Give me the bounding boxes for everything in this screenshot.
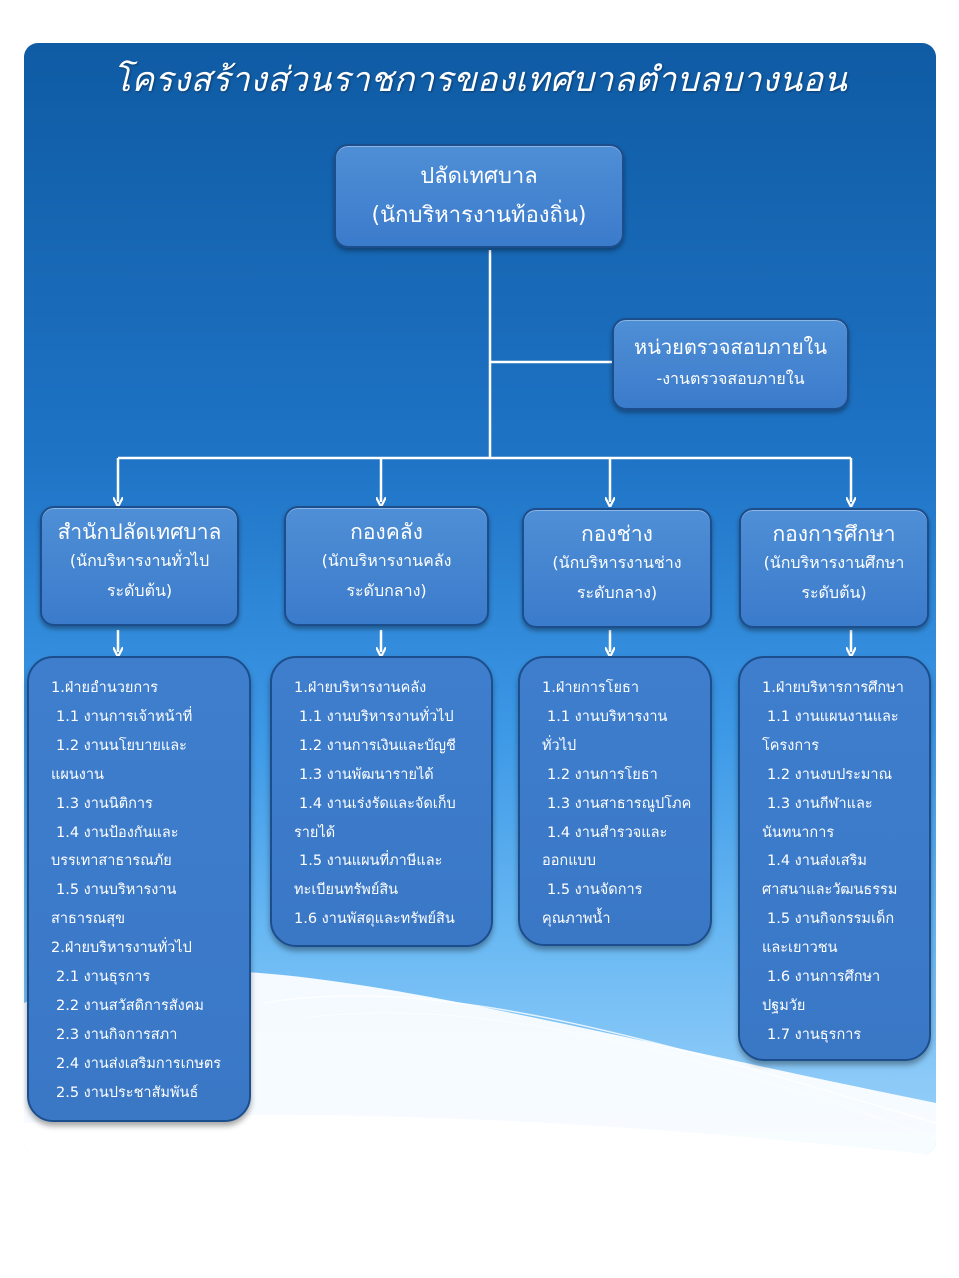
- task-line: 2.ฝ่ายบริหารงานทั่วไป: [51, 940, 192, 957]
- task-line: 1.1 งานบริหารงานทั่วไป: [299, 708, 454, 725]
- task-line: 1.7 งานธุรการ: [767, 1026, 862, 1043]
- wave-decoration: [24, 970, 936, 1155]
- division-box-engineering: กองช่าง (นักบริหารงานช่าง ระดับกลาง): [522, 508, 712, 628]
- division-position: (นักบริหารงานทั่วไป: [69, 551, 210, 570]
- task-line: 1.4 งานส่งเสริม: [767, 853, 867, 870]
- task-line: 1.2 งานนโยบายและ: [56, 737, 187, 754]
- task-line: คุณภาพน้ำ: [542, 911, 611, 928]
- division-name: กองคลัง: [350, 520, 423, 544]
- division-name: สำนักปลัดเทศบาล: [57, 520, 222, 544]
- task-line: 1.1 งานบริหารงาน: [547, 708, 668, 725]
- division-level: ระดับต้น): [801, 583, 867, 602]
- task-line: 1.6 งานการศึกษา: [767, 969, 881, 986]
- task-line: และเยาวชน: [762, 940, 838, 957]
- task-line: 1.1 งานการเจ้าหน้าที่: [56, 708, 193, 725]
- division-name: กองช่าง: [581, 522, 653, 546]
- task-line: 1.5 งานจัดการ: [547, 882, 643, 899]
- task-line: 1.ฝ่ายอำนวยการ: [51, 680, 159, 696]
- task-line: 1.2 งานการเงินและบัญชี: [299, 737, 456, 754]
- task-line: 1.3 งานพัฒนารายได้: [299, 766, 434, 783]
- task-line: บรรเทาสาธารณภัย: [51, 853, 172, 870]
- chart-title: โครงสร้างส่วนราชการของเทศบาลตำบลบางนอน: [112, 60, 848, 100]
- audit-box: หน่วยตรวจสอบภายใน -งานตรวจสอบภายใน: [612, 318, 849, 410]
- task-line: 1.1 งานแผนงานและ: [767, 708, 899, 725]
- task-line: 1.2 งานการโยธา: [547, 766, 658, 783]
- task-line: 2.5 งานประชาสัมพันธ์: [56, 1084, 199, 1101]
- task-line: 1.4 งานสำรวจและ: [547, 824, 668, 841]
- chief-name: ปลัดเทศบาล: [420, 164, 538, 189]
- engineering-task-list: 1.ฝ่ายการโยธา 1.1 งานบริหารงาน ทั่วไป 1.…: [518, 656, 712, 946]
- audit-name: หน่วยตรวจสอบภายใน: [634, 335, 827, 359]
- division-position: (นักบริหารงานคลัง: [321, 551, 452, 570]
- task-line: 1.3 งานกีฬาและ: [767, 795, 873, 812]
- task-line: ออกแบบ: [542, 853, 596, 870]
- task-line: โครงการ: [762, 737, 820, 754]
- task-line: 2.2 งานสวัสดิการสังคม: [56, 997, 204, 1014]
- task-line: นันทนาการ: [762, 824, 835, 841]
- audit-task: -งานตรวจสอบภายใน: [656, 369, 805, 388]
- task-line: 1.3 งานสาธารณูปโภค: [547, 795, 692, 812]
- office-task-list: 1.ฝ่ายอำนวยการ 1.1 งานการเจ้าหน้าที่ 1.2…: [27, 656, 251, 1122]
- task-line: ทั่วไป: [542, 737, 577, 754]
- task-line: 1.5 งานบริหารงาน: [56, 882, 177, 899]
- task-line: 1.ฝ่ายการโยธา: [542, 680, 639, 696]
- division-box-education: กองการศึกษา (นักบริหารงานศึกษา ระดับต้น): [739, 508, 929, 628]
- division-level: ระดับต้น): [106, 581, 173, 600]
- division-level: ระดับกลาง): [576, 583, 658, 602]
- division-position: (นักบริหารงานช่าง: [552, 553, 682, 572]
- task-line: ศาสนาและวัฒนธรรม: [762, 882, 898, 899]
- education-task-list: 1.ฝ่ายบริหารการศึกษา 1.1 งานแผนงานและ โค…: [738, 656, 931, 1061]
- division-name: กองการศึกษา: [772, 522, 896, 546]
- task-line: 1.2 งานงบประมาณ: [767, 766, 893, 783]
- chief-box: ปลัดเทศบาล (นักบริหารงานท้องถิ่น): [334, 144, 624, 248]
- task-line: 1.3 งานนิติการ: [56, 795, 153, 812]
- task-line: 1.ฝ่ายบริหารงานคลัง: [294, 680, 427, 696]
- division-position: (นักบริหารงานศึกษา: [763, 553, 905, 572]
- chief-position: (นักบริหารงานท้องถิ่น): [371, 203, 587, 228]
- division-box-finance: กองคลัง (นักบริหารงานคลัง ระดับกลาง): [284, 506, 489, 626]
- task-line: 1.5 งานแผนที่ภาษีและ: [299, 853, 443, 870]
- task-line: 1.4 งานป้องกันและ: [56, 824, 179, 841]
- finance-task-list: 1.ฝ่ายบริหารงานคลัง 1.1 งานบริหารงานทั่ว…: [270, 656, 493, 947]
- task-line: 2.3 งานกิจการสภา: [56, 1026, 178, 1043]
- task-line: ปฐมวัย: [762, 997, 806, 1014]
- task-line: 2.1 งานธุรการ: [56, 969, 151, 986]
- task-line: สาธารณสุข: [51, 911, 125, 928]
- task-line: 1.5 งานกิจกรรมเด็ก: [767, 911, 895, 928]
- division-level: ระดับกลาง): [346, 581, 427, 600]
- task-line: ทะเบียนทรัพย์สิน: [294, 882, 399, 899]
- task-line: 1.ฝ่ายบริหารการศึกษา: [762, 680, 904, 696]
- division-box-office: สำนักปลัดเทศบาล (นักบริหารงานทั่วไป ระดั…: [40, 506, 239, 626]
- task-line: 2.4 งานส่งเสริมการเกษตร: [56, 1055, 222, 1072]
- task-line: 1.4 งานเร่งรัดและจัดเก็บ: [299, 795, 456, 812]
- task-line: รายได้: [294, 824, 336, 841]
- task-line: 1.6 งานพัสดุและทรัพย์สิน: [294, 911, 455, 928]
- task-line: แผนงาน: [51, 766, 104, 783]
